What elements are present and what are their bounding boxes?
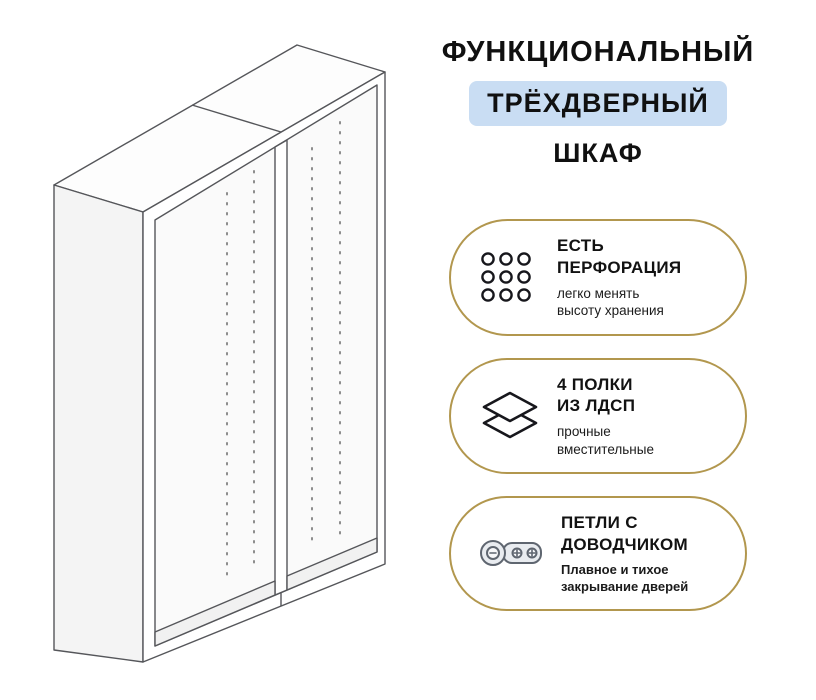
wardrobe-illustration (22, 8, 422, 698)
feature-text: ЕСТЬ ПЕРФОРАЦИЯ легко менять высоту хран… (557, 235, 681, 320)
feature-subtitle: легко менять высоту хранения (557, 285, 664, 319)
title-line-2-highlighted: ТРЁХДВЕРНЫЙ (469, 81, 727, 126)
feature-title: ЕСТЬ ПЕРФОРАЦИЯ (557, 236, 682, 277)
title-line-3: ШКАФ (553, 138, 643, 168)
perforation-holes (226, 121, 341, 577)
feature-text: ПЕТЛИ С ДОВОДЧИКОМ Плавное и тихое закры… (561, 512, 688, 595)
feature-text: 4 ПОЛКИ ИЗ ЛДСП прочные вместительные (557, 374, 654, 459)
feature-subtitle: Плавное и тихое закрывание дверей (561, 561, 689, 594)
feature-badge-hinges: ПЕТЛИ С ДОВОДЧИКОМ Плавное и тихое закры… (449, 496, 747, 612)
info-column: ФУНКЦИОНАЛЬНЫЙ ТРЁХДВЕРНЫЙ ШКАФ (412, 36, 784, 612)
feature-badge-perforation: ЕСТЬ ПЕРФОРАЦИЯ легко менять высоту хран… (449, 219, 747, 336)
title-line-1: ФУНКЦИОНАЛЬНЫЙ (441, 36, 755, 68)
title-line-2-wrap: ТРЁХДВЕРНЫЙ (442, 81, 755, 126)
wardrobe-line-drawing (53, 44, 386, 663)
product-title: ФУНКЦИОНАЛЬНЫЙ ТРЁХДВЕРНЫЙ ШКАФ (442, 36, 755, 169)
feature-title: 4 ПОЛКИ ИЗ ЛДСП (557, 374, 636, 416)
door-hinge-icon (479, 529, 545, 579)
feature-badge-shelves: 4 ПОЛКИ ИЗ ЛДСП прочные вместительные (449, 357, 747, 475)
feature-title: ПЕТЛИ С ДОВОДЧИКОМ (561, 513, 688, 554)
feature-badges: ЕСТЬ ПЕРФОРАЦИЯ легко менять высоту хран… (449, 219, 747, 612)
stacked-shelves-icon (479, 387, 541, 445)
perforation-dots-icon (479, 249, 541, 305)
feature-subtitle: прочные вместительные (557, 424, 654, 457)
